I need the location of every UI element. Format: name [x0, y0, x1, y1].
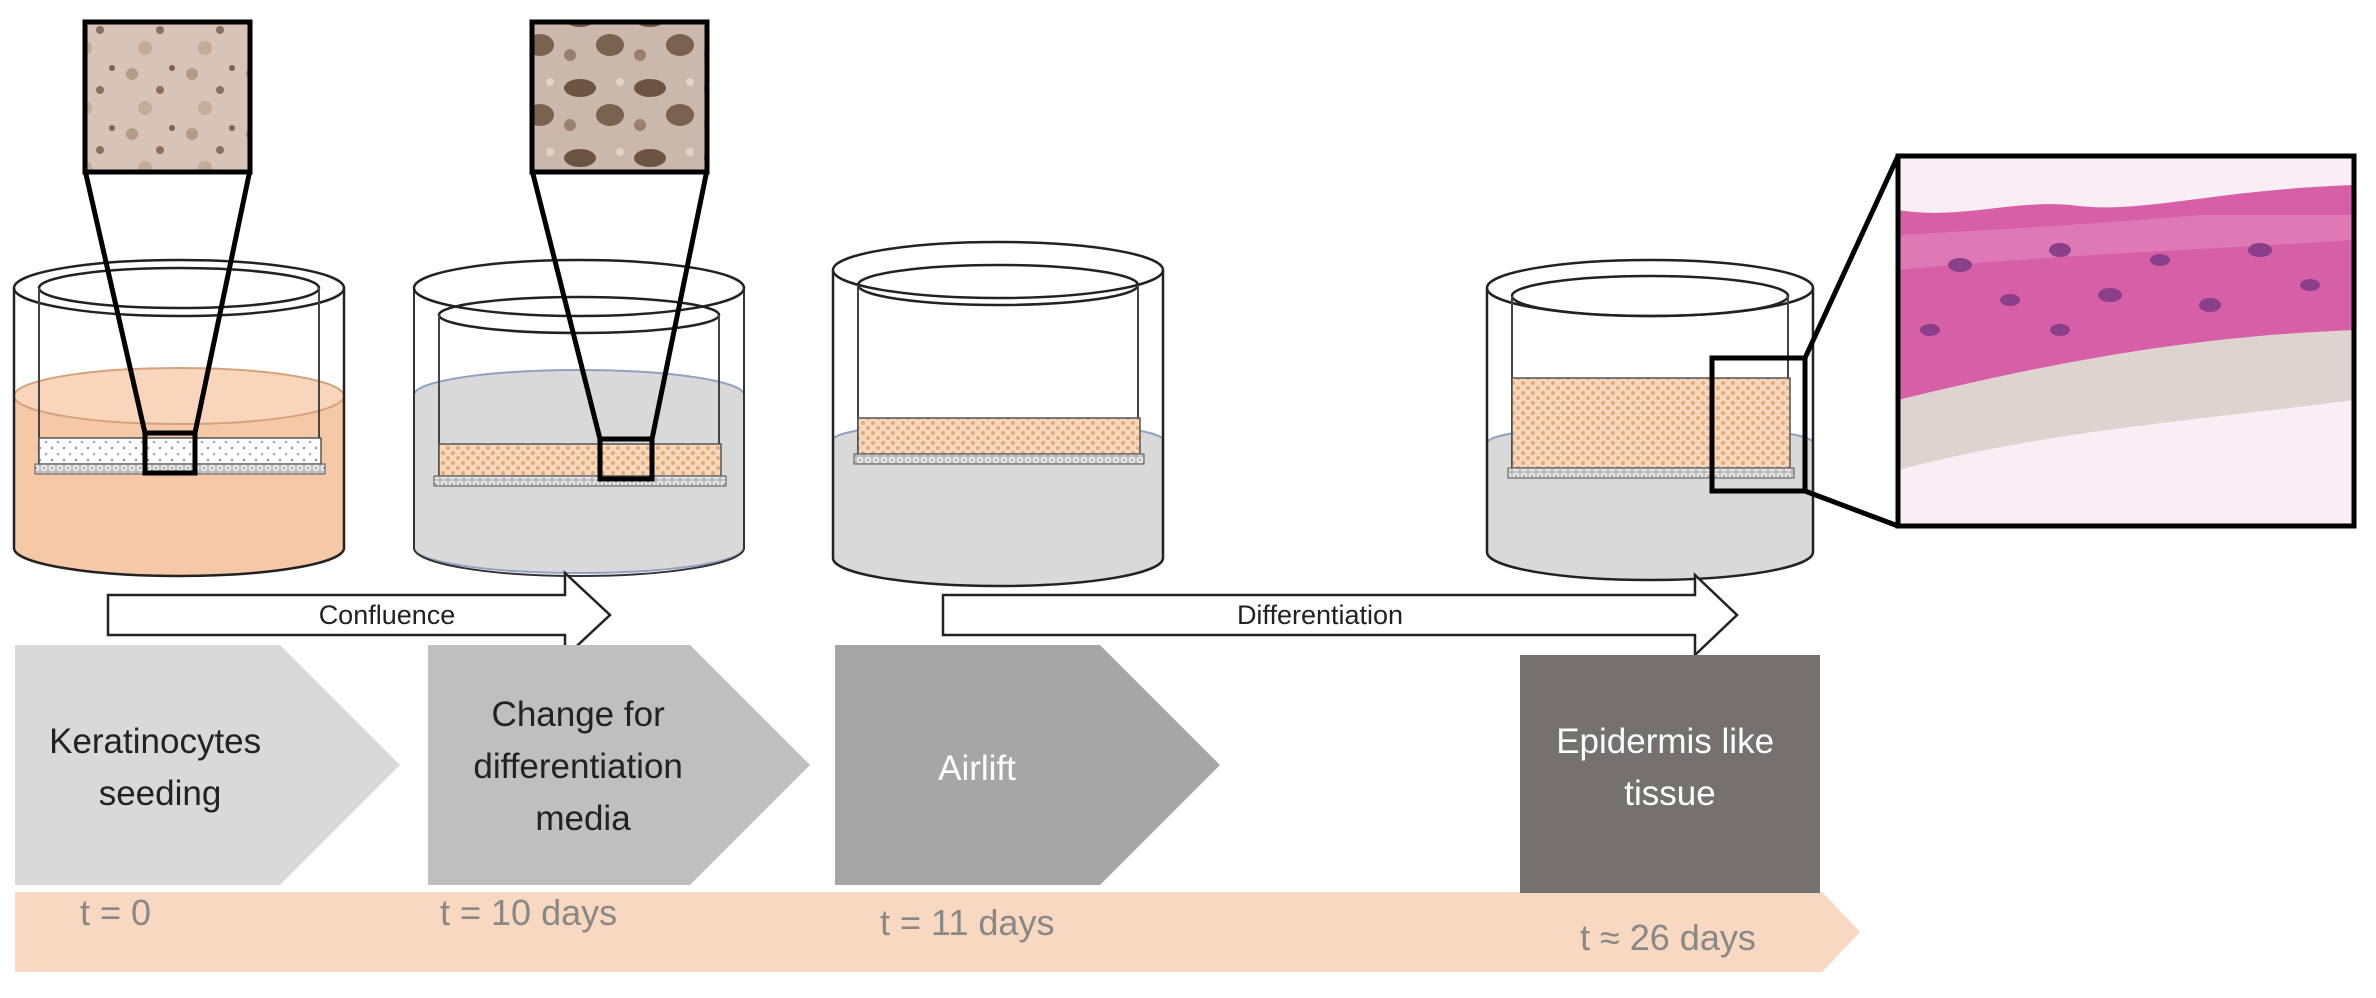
svg-text:Change for differentiati: Change for differentiation media: [473, 695, 692, 838]
microscopy-image-2: [529, 19, 710, 175]
cell-layer: [857, 417, 1141, 455]
well-epidermis: [1485, 153, 2357, 582]
svg-text:Keratinocytes seeding: Keratinocytes seeding: [49, 722, 271, 813]
zoom-box: [1709, 355, 1808, 494]
svg-text:Epidermis like tissue: Epidermis like tissue: [1556, 722, 1784, 813]
confluence-label: Confluence: [319, 600, 456, 630]
membrane: [853, 453, 1145, 465]
step-epidermis: Epidermis like tissue: [1520, 655, 1820, 893]
histology-image: [1898, 156, 2354, 526]
step-label: Airlift: [938, 749, 1016, 788]
time-label: t = 0: [80, 892, 151, 933]
step-media-change: Change for differentiation media: [428, 645, 810, 885]
time-label: t ≈ 26 days: [1580, 917, 1756, 958]
step-label: Keratinocytes: [49, 722, 261, 761]
step-label: tissue: [1624, 774, 1715, 813]
timeline-band: [15, 892, 1860, 972]
differentiation-label: Differentiation: [1237, 600, 1403, 630]
step-label: seeding: [99, 774, 222, 813]
step-label: media: [535, 799, 631, 838]
well-media-change: [412, 19, 746, 577]
differentiation-arrow: Differentiation: [941, 572, 1739, 658]
time-label: t = 11 days: [880, 902, 1054, 943]
time-label: t = 10 days: [440, 892, 617, 933]
membrane: [433, 475, 727, 487]
cell-layer: [438, 443, 722, 477]
zoom-box: [142, 430, 198, 476]
cell-layer: [38, 437, 322, 465]
step-label: differentiation: [473, 747, 683, 786]
step-airlift: Airlift: [835, 645, 1220, 885]
step-label: Change for: [492, 695, 666, 734]
confluence-arrow: Confluence: [106, 570, 612, 660]
microscopy-image-1: [82, 19, 253, 175]
well-airlift: [831, 240, 1165, 588]
membrane: [1507, 467, 1795, 479]
tissue-layer: [1511, 377, 1791, 469]
step-seeding: Keratinocytes seeding: [15, 645, 400, 885]
well-seeding: [12, 19, 346, 578]
zoom-box: [597, 436, 655, 482]
step-label: Epidermis like: [1556, 722, 1774, 761]
